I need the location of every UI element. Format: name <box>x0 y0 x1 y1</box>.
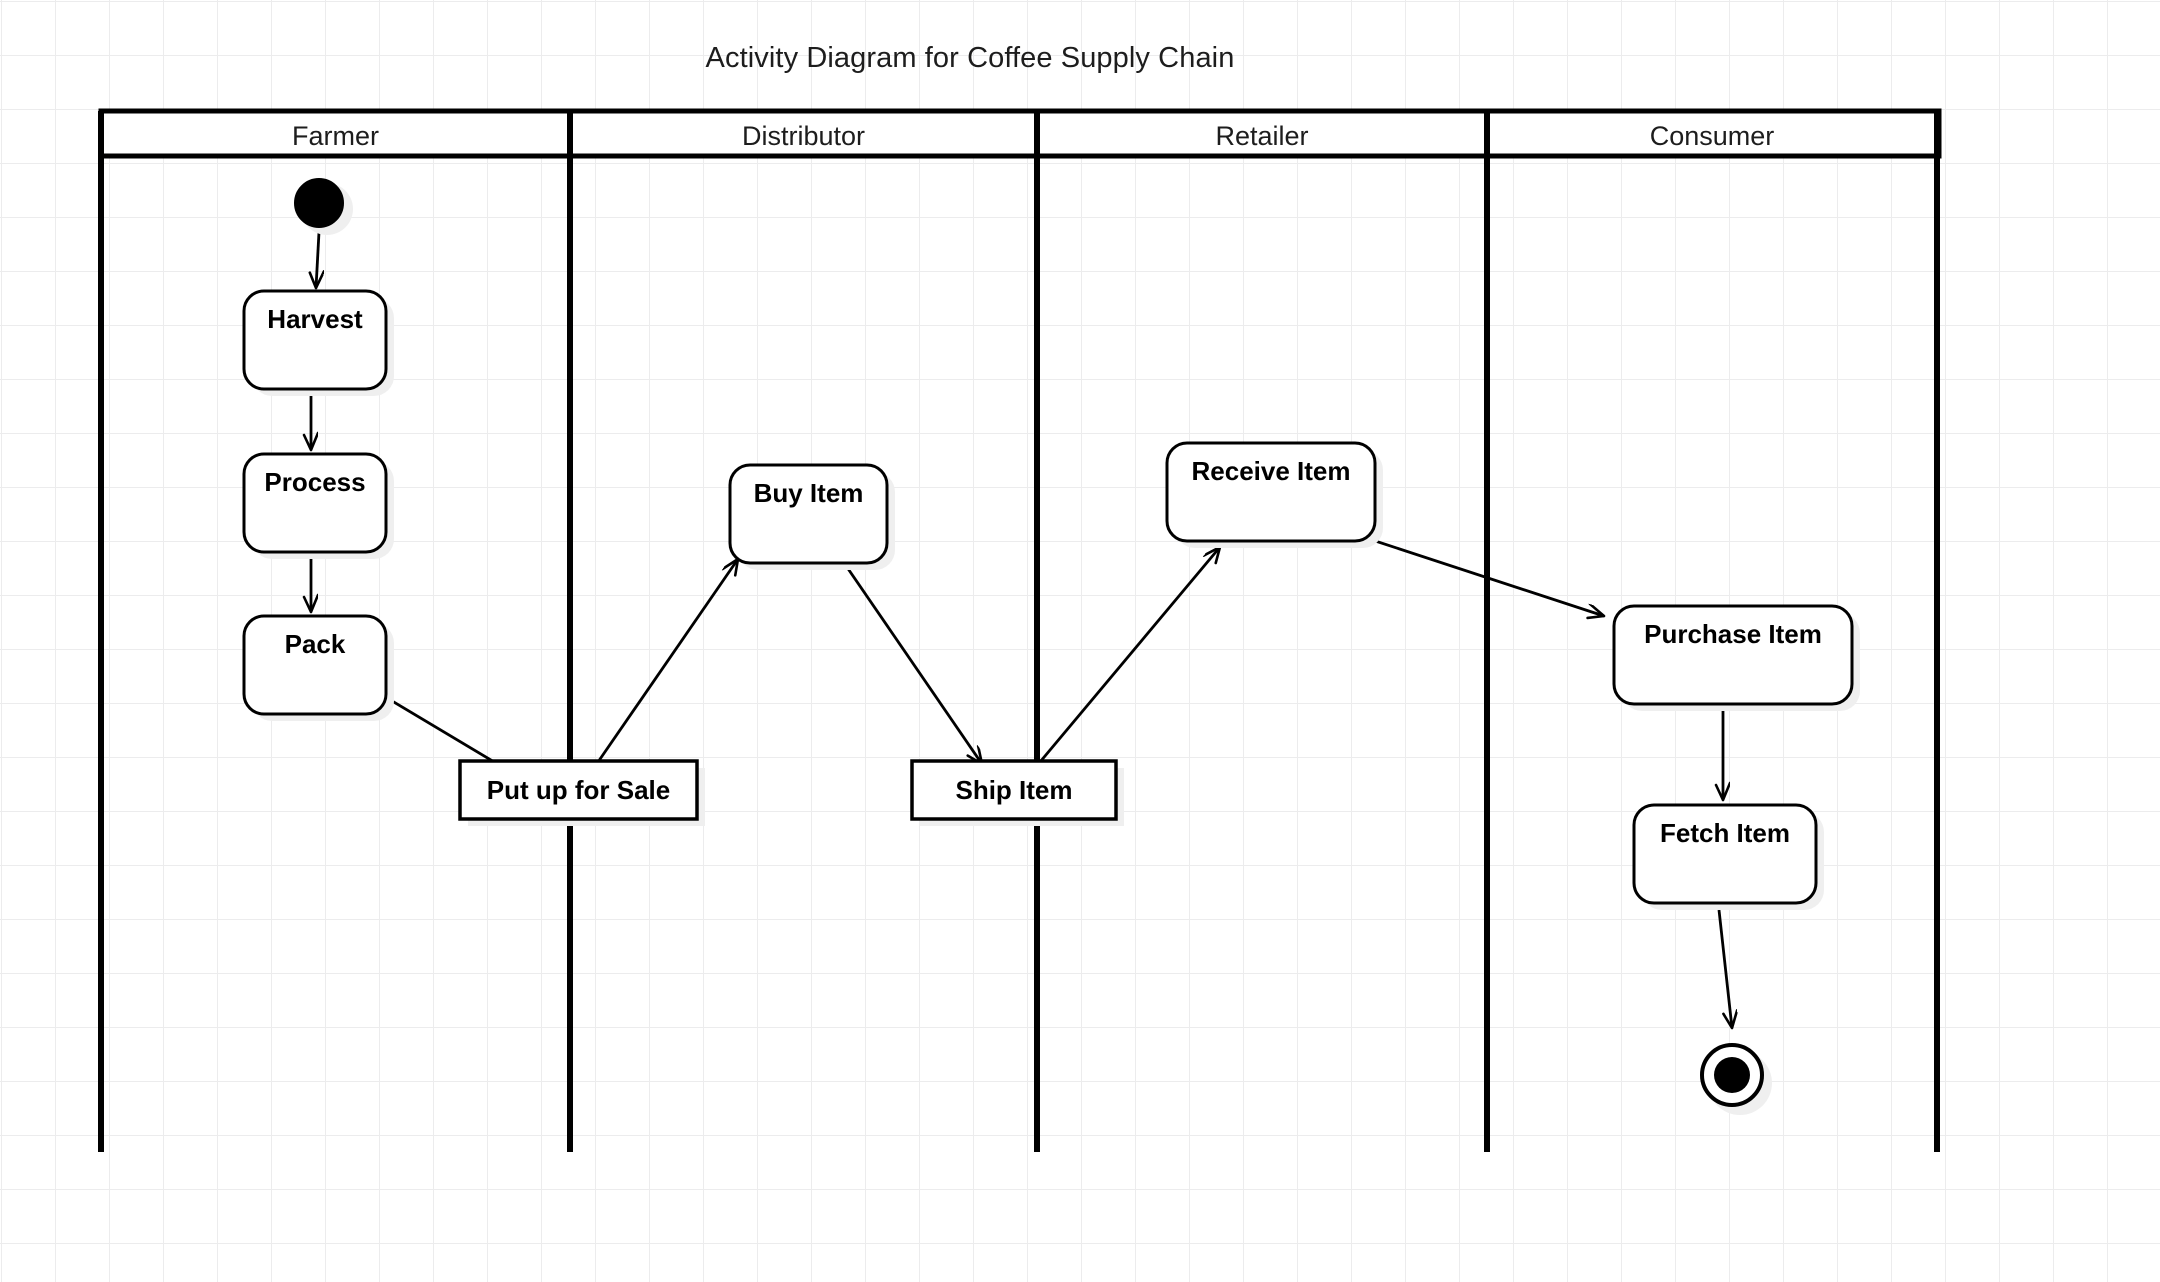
node-start-initial-node[interactable] <box>294 178 344 228</box>
node-layer <box>242 178 1854 1107</box>
node-buy-item[interactable] <box>728 463 889 565</box>
node-process[interactable] <box>242 452 388 554</box>
edge-putup-to-buyitem <box>596 559 738 763</box>
lane-header-farmer[interactable]: Farmer <box>292 121 379 151</box>
page-title: Activity Diagram for Coffee Supply Chain <box>705 42 1235 74</box>
node-harvest[interactable] <box>242 289 388 391</box>
edge-buyitem-to-shipitem <box>838 556 982 764</box>
swimlane-frame <box>98 108 1942 1152</box>
node-put-up-for-sale[interactable] <box>458 759 699 821</box>
swimlane-header-band <box>98 108 1942 159</box>
node-ship-item[interactable] <box>910 759 1118 821</box>
node-pack[interactable] <box>242 614 388 716</box>
node-end-final-node[interactable] <box>1700 1043 1764 1107</box>
lane-header-distributor[interactable]: Distributor <box>741 121 866 151</box>
node-fetch-item[interactable] <box>1632 803 1818 905</box>
edge-start-to-harvest <box>316 231 319 288</box>
node-purchase-item[interactable] <box>1612 604 1854 706</box>
edge-shipitem-to-receiveitem <box>1038 547 1220 763</box>
edge-layer <box>311 231 1732 1028</box>
edge-fetchitem-to-end <box>1717 909 1732 1028</box>
node-receive-item[interactable] <box>1165 441 1377 543</box>
edge-receiveitem-to-purchaseitem <box>1356 533 1604 616</box>
lane-header-consumer[interactable]: Consumer <box>1649 121 1775 151</box>
lane-header-retailer[interactable]: Retailer <box>1215 121 1309 151</box>
